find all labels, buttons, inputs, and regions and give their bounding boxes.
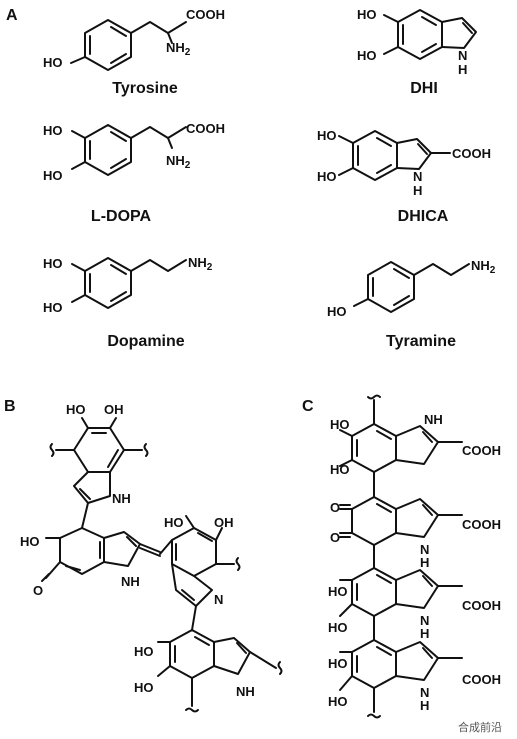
tyramine-nh2-label: NH2: [471, 258, 496, 276]
polyc-u4-h: H: [420, 698, 429, 713]
ldopa-cooh-label: COOH: [186, 121, 225, 136]
dhi-n-label: N: [458, 48, 467, 63]
dhica-cooh-label: COOH: [452, 146, 491, 161]
dhica-ho2-label: HO: [317, 169, 337, 184]
polyc-u1-nh: NH: [424, 412, 443, 427]
dhica-ho1-label: HO: [317, 128, 337, 143]
molecule-ldopa: HO HO COOH NH2 L-DOPA: [43, 121, 225, 225]
polyc-u2-o2: O: [330, 530, 340, 545]
polyc-u4-n: N: [420, 685, 429, 700]
dhica-h-label: H: [413, 183, 422, 198]
polyc-u3-ho1: HO: [328, 584, 348, 599]
polymer-c-structure: HO HO NH COOH O O N H COOH HO HO N H COO…: [328, 394, 501, 719]
panel-label-a: A: [6, 7, 18, 24]
polyb-o-mid: O: [33, 583, 43, 598]
polyc-u4-ho2: HO: [328, 694, 348, 709]
panel-label-c: C: [302, 398, 314, 415]
polyc-u2-o1: O: [330, 500, 340, 515]
polyb-nh1: NH: [112, 491, 131, 506]
polyb-ho-b1: HO: [134, 644, 154, 659]
polyc-u1-cooh: COOH: [462, 443, 501, 458]
polyb-oh-top1: OH: [104, 402, 124, 417]
ldopa-ho1-label: HO: [43, 123, 63, 138]
molecule-dhica: HO HO COOH N H DHICA: [317, 128, 491, 225]
polyc-u1-ho2: HO: [330, 462, 350, 477]
polyb-ho-top1: HO: [66, 402, 86, 417]
molecule-tyramine: HO NH2 Tyramine: [327, 258, 496, 350]
dhica-n-label: N: [413, 169, 422, 184]
molecule-tyrosine: HO COOH NH2 Tyrosine: [43, 7, 225, 97]
dhica-name: DHICA: [398, 208, 449, 225]
polyb-nh2: NH: [121, 574, 140, 589]
molecule-dhi: HO HO N H DHI: [357, 7, 477, 97]
dopamine-ho2-label: HO: [43, 300, 63, 315]
polyb-oh-top2: OH: [214, 515, 234, 530]
watermark-text: 合成前沿: [458, 720, 502, 734]
polyc-u4-cooh: COOH: [462, 672, 501, 687]
tyrosine-name: Tyrosine: [112, 80, 178, 97]
polyc-u2-n: N: [420, 542, 429, 557]
ldopa-ho2-label: HO: [43, 168, 63, 183]
polyb-ho-b2: HO: [134, 680, 154, 695]
polyc-u1-ho1: HO: [330, 417, 350, 432]
dopamine-name: Dopamine: [107, 333, 184, 350]
tyrosine-ho-label: HO: [43, 55, 63, 70]
ldopa-nh2-label: NH2: [166, 153, 191, 171]
ldopa-name: L-DOPA: [91, 208, 152, 225]
polyc-u3-ho2: HO: [328, 620, 348, 635]
tyrosine-cooh-label: COOH: [186, 7, 225, 22]
dhi-h-label: H: [458, 62, 467, 77]
polymer-b-structure: HO OH NH HO O NH HO OH N: [20, 402, 283, 713]
dhi-ho1-label: HO: [357, 7, 377, 22]
tyramine-name: Tyramine: [386, 333, 456, 350]
dhi-name: DHI: [410, 80, 438, 97]
polyc-u4-ho1: HO: [328, 656, 348, 671]
polyc-u3-h: H: [420, 626, 429, 641]
dopamine-nh2-label: NH2: [188, 255, 213, 273]
polyc-u3-cooh: COOH: [462, 598, 501, 613]
dhi-ho2-label: HO: [357, 48, 377, 63]
tyramine-ho-label: HO: [327, 304, 347, 319]
tyrosine-nh2-label: NH2: [166, 40, 191, 58]
panel-label-b: B: [4, 398, 16, 415]
polyc-u2-h: H: [420, 555, 429, 570]
dopamine-ho1-label: HO: [43, 256, 63, 271]
polyc-u2-cooh: COOH: [462, 517, 501, 532]
polyb-ho-mid: HO: [20, 534, 40, 549]
polyb-ho-top2: HO: [164, 515, 184, 530]
polyb-nh4: NH: [236, 684, 255, 699]
molecule-dopamine: HO HO NH2 Dopamine: [43, 255, 213, 350]
polyb-n3: N: [214, 592, 223, 607]
polyc-u3-n: N: [420, 613, 429, 628]
